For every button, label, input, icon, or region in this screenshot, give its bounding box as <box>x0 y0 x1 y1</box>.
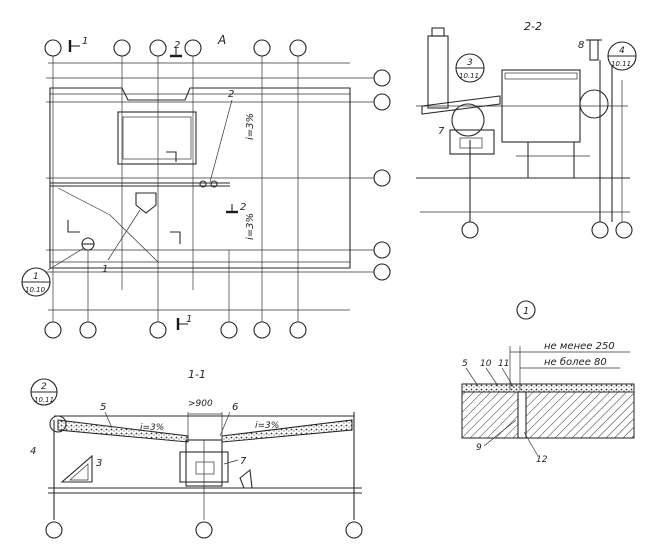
svg-text:9: 9 <box>476 443 482 453</box>
plan-leader-1: 1 <box>102 264 108 275</box>
detail-1: 1 не менее 250 не более 80 5 10 11 9 12 <box>461 300 635 465</box>
svg-text:10.11: 10.11 <box>34 396 54 404</box>
section-mark-1-top: 1 <box>68 36 88 52</box>
section-1-1-dimension: >900 <box>188 399 213 409</box>
svg-text:1: 1 <box>82 36 88 47</box>
detail-1-marker: 1 <box>523 306 529 317</box>
section-mark-1-bottom: 1 <box>176 314 192 330</box>
plan-slope-label: i=3% <box>245 113 256 140</box>
svg-text:3: 3 <box>467 58 473 68</box>
svg-text:4: 4 <box>30 446 36 457</box>
svg-text:8: 8 <box>578 40 584 51</box>
plan-roof-outline <box>49 87 351 269</box>
svg-text:2: 2 <box>240 202 246 213</box>
roof-layer-right <box>221 419 353 443</box>
plan-grid-bubbles-bottom <box>44 321 307 339</box>
section-2-2-title: 2-2 <box>524 20 542 33</box>
callout-node-2: 2 10.11 <box>30 378 67 433</box>
svg-text:7: 7 <box>438 126 445 137</box>
detail-1-dim-bottom: не более 80 <box>544 356 607 368</box>
svg-text:5: 5 <box>462 359 468 369</box>
svg-text:11: 11 <box>498 359 509 369</box>
svg-text:10.10: 10.10 <box>25 286 46 294</box>
plan-grid-bubbles-top <box>44 39 307 57</box>
svg-text:10.11: 10.11 <box>611 60 631 68</box>
plan-slope-label: i=3% <box>245 213 256 240</box>
svg-text:6: 6 <box>232 402 238 413</box>
svg-text:1: 1 <box>186 314 192 325</box>
svg-text:10.11: 10.11 <box>459 72 479 80</box>
plan-view: 1 1 2 2 A i=3% i=3% 2 1 <box>21 33 391 339</box>
detail-1-marker-circle <box>516 300 536 320</box>
section-2-2-tray <box>449 129 495 155</box>
section-mark-2-right: 2 <box>226 202 246 214</box>
detail-1-slab-left <box>461 391 519 439</box>
svg-text:1: 1 <box>33 272 39 282</box>
svg-text:12: 12 <box>536 455 548 465</box>
section-1-1: 1-1 >900 i=3% i=3% 4 5 3 6 7 <box>30 368 363 539</box>
plan-grid-bubbles-right <box>373 69 391 281</box>
detail-1-slab-right <box>525 391 635 439</box>
section-1-1-funnel <box>185 439 223 487</box>
svg-text:10: 10 <box>480 359 492 369</box>
svg-text:3: 3 <box>96 458 102 469</box>
section-1-1-slope-left: i=3% <box>140 423 164 433</box>
plan-leader-2: 2 <box>228 89 234 100</box>
svg-text:2: 2 <box>174 40 180 51</box>
plan-axis-letter: A <box>217 33 226 47</box>
section-mark-2-top: 2 <box>170 40 182 58</box>
detail-1-dim-top: не менее 250 <box>544 341 615 352</box>
section-2-2: 2-2 7 8 <box>416 20 637 239</box>
plan-opening <box>117 111 197 165</box>
callout-node-4: 4 10.11 <box>607 41 637 71</box>
section-1-1-title: 1-1 <box>188 368 206 381</box>
roof-layer-left <box>57 419 189 443</box>
svg-text:5: 5 <box>100 402 106 413</box>
svg-text:2: 2 <box>41 382 47 392</box>
callout-node-1: 1 10.10 <box>21 247 85 297</box>
plan-grid-lines <box>46 56 374 322</box>
section-1-1-slope-right: i=3% <box>255 421 279 431</box>
tank <box>427 35 449 109</box>
plan-funnel <box>135 192 157 214</box>
callout-node-3: 3 10.11 <box>455 53 485 83</box>
svg-text:7: 7 <box>240 456 247 467</box>
svg-text:4: 4 <box>619 46 625 56</box>
